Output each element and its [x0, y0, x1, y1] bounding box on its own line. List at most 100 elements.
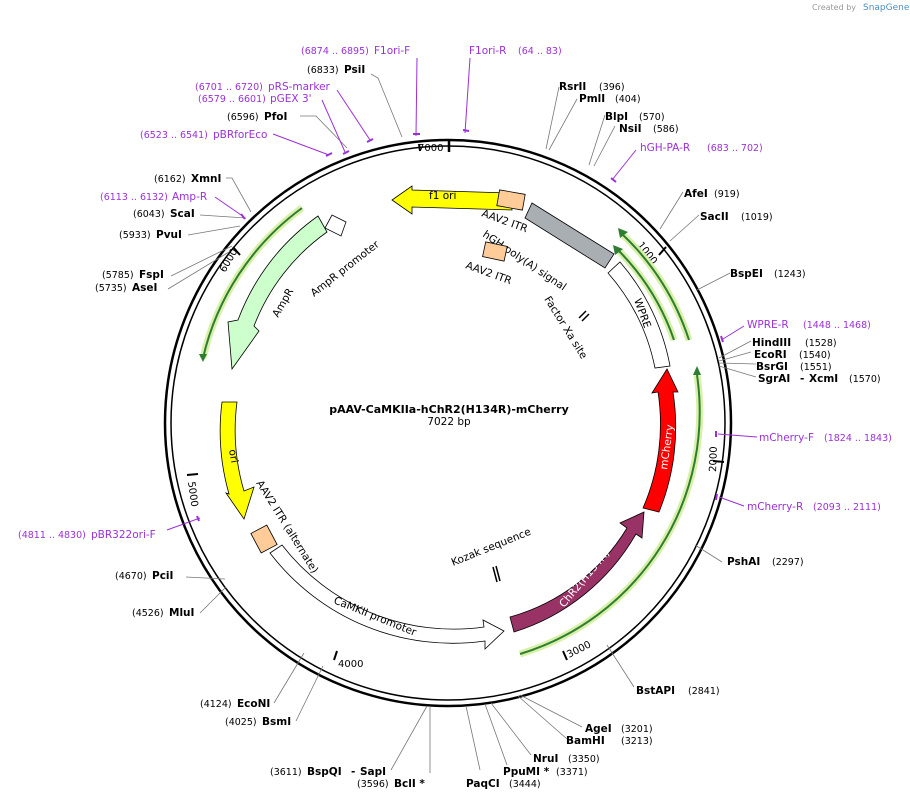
site-pshai: PshAI — [727, 556, 760, 568]
site-bstapi-pos: (2841) — [688, 686, 720, 697]
site-pfoi: PfoI — [264, 111, 287, 123]
site-afei-pos: (919) — [714, 189, 740, 200]
primer-mcherry-r: mCherry-R — [747, 501, 803, 513]
site-xcmi-dash: - — [800, 373, 804, 385]
primer-f1ori-r-pos: (64 .. 83) — [518, 46, 562, 57]
site-rsrii: RsrII — [559, 81, 586, 93]
site-paqci-pos: (3444) — [509, 779, 541, 790]
site-sacii: SacII — [700, 211, 729, 223]
site-sapi-pos: (3596) — [357, 779, 389, 790]
chr2-label: ChR2(H134R) — [557, 548, 612, 610]
site-bspqi: BspQI — [307, 766, 342, 778]
site-nrui-pos: (3350) — [568, 754, 600, 765]
chr2-feature — [509, 511, 645, 633]
primer-f1ori-f-pos: (6874 .. 6895) — [301, 46, 369, 57]
kozak-sequence-2 — [495, 565, 501, 582]
primer-prs-marker: pRS-marker — [268, 81, 331, 93]
ampr-label: AmpR — [270, 286, 296, 319]
site-hindiii: HindIII — [752, 337, 791, 349]
plasmid-length: 7022 bp — [427, 416, 471, 428]
orf-arrows — [199, 205, 704, 658]
kozak-sequence — [492, 566, 498, 583]
site-bstapi: BstAPI — [636, 685, 675, 697]
aav2-itr-alt — [250, 524, 278, 554]
site-mlui: MluI — [169, 607, 194, 619]
site-sapi-dash: - — [351, 766, 355, 778]
amp-promoter-feature — [324, 214, 347, 237]
site-scai: ScaI — [170, 208, 195, 220]
tick-label-3000: 3000 — [565, 639, 593, 660]
site-pshai-pos: (2297) — [772, 557, 804, 568]
site-hindiii-pos: (1528) — [805, 338, 837, 349]
amp-promoter-label: AmpR promoter — [308, 238, 382, 299]
site-ecori-pos: (1540) — [799, 350, 831, 361]
site-ppumi: PpuMI * — [503, 766, 550, 778]
tick-label-2000: 2000 — [708, 446, 720, 472]
scale-ticks — [186, 143, 725, 661]
site-econi-pos: (4124) — [200, 699, 232, 710]
primer-hgh-pa-r: hGH-PA-R — [640, 142, 690, 154]
hgh-polya-label: hGH poly(A) signal — [480, 229, 568, 294]
mcherry-feature — [642, 368, 679, 513]
tick-label-7000: 7000 — [418, 143, 443, 154]
plasmid-name: pAAV-CaMKIIa-hChR2(H134R)-mCherry — [329, 403, 569, 416]
tick-label-5000: 5000 — [185, 481, 199, 508]
aav2-itr-inner-label: AAV2 ITR — [464, 260, 513, 288]
wpre-feature — [607, 261, 671, 369]
primer-amp-r: Amp-R — [172, 191, 207, 203]
primer-mcherry-f-pos: (1824 .. 1843) — [824, 433, 892, 444]
aav2-itr-top — [496, 189, 526, 211]
site-xmni: XmnI — [191, 173, 221, 185]
site-pmli-pos: (404) — [615, 94, 641, 105]
primer-prs-marker-pos: (6701 .. 6720) — [195, 82, 263, 93]
site-pmli: PmlI — [579, 93, 605, 105]
site-pcii: PciI — [152, 570, 173, 582]
hgh-polya-feature — [524, 202, 615, 269]
factor-xa-site — [578, 310, 587, 319]
primer-amp-r-pos: (6113 .. 6132) — [100, 192, 168, 203]
site-bsmi: BsmI — [262, 716, 291, 728]
site-pcii-pos: (4670) — [115, 571, 147, 582]
site-agei-pos: (3201) — [621, 724, 653, 735]
site-bsrgi: BsrGI — [756, 361, 788, 373]
ori-label: ori — [226, 448, 240, 464]
tick-label-4000: 4000 — [338, 659, 363, 670]
primer-pgex3: pGEX 3' — [270, 93, 312, 105]
site-nsii-pos: (586) — [653, 124, 679, 135]
primer-pgex3-pos: (6579 .. 6601) — [198, 94, 266, 105]
f1-ori-feature — [391, 185, 513, 215]
site-bspei: BspEI — [730, 268, 763, 280]
site-xmni-pos: (6162) — [154, 174, 186, 185]
primer-pbr322ori-f-pos: (4811 .. 4830) — [18, 530, 86, 541]
primer-wpre-r-pos: (1448 .. 1468) — [803, 320, 871, 331]
factor-xa-site-2 — [581, 313, 590, 322]
primer-mcherry-f: mCherry-F — [759, 432, 814, 444]
site-bamhi: BamHI — [566, 735, 605, 747]
site-rsrii-pos: (396) — [599, 82, 625, 93]
site-ppumi-pos: (3371) — [556, 767, 588, 778]
site-fspi: FspI — [139, 269, 164, 281]
primer-lines — [166, 57, 758, 531]
watermark-prefix: Created by — [812, 3, 856, 12]
primer-wpre-r: WPRE-R — [747, 319, 789, 331]
site-psii: PsiI — [344, 64, 365, 76]
ampr-feature — [227, 215, 328, 371]
f1-ori-label: f1 ori — [429, 190, 456, 202]
site-nsii: NsiI — [619, 123, 642, 135]
primer-mcherry-r-pos: (2093 .. 2111) — [813, 502, 881, 513]
site-bcli: BclI * — [394, 778, 425, 790]
site-fspi-pos: (5785) — [102, 270, 134, 281]
site-afei: AfeI — [684, 188, 708, 200]
primer-pbrforeco: pBRforEco — [213, 129, 267, 141]
site-blpi-pos: (570) — [639, 112, 665, 123]
camkii-promoter-feature — [269, 544, 505, 650]
site-ecori: EcoRI — [754, 349, 787, 361]
site-sacii-pos: (1019) — [741, 212, 773, 223]
site-pfoi-pos: (6596) — [227, 112, 259, 123]
aav2-itr-inner — [482, 241, 508, 262]
site-agei: AgeI — [585, 723, 612, 735]
primer-f1ori-f: F1ori-F — [374, 45, 410, 57]
site-pvui-pos: (5933) — [119, 230, 151, 241]
site-asei: AseI — [132, 282, 157, 294]
site-xcmi: XcmI — [809, 373, 838, 385]
